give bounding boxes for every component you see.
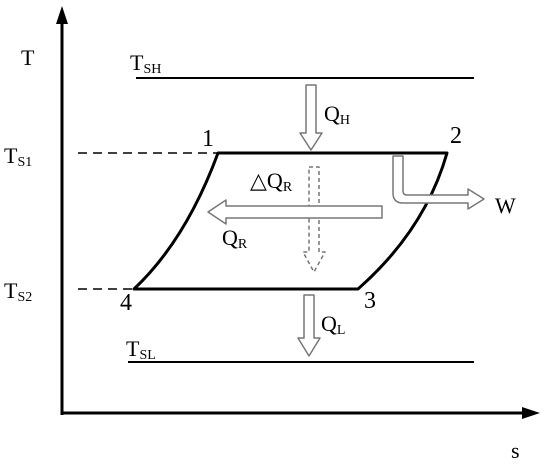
ql-label: QL — [321, 311, 345, 338]
qh-label: QH — [324, 101, 350, 128]
s1-level-label: TS1 — [4, 143, 32, 170]
delta-qr-dashed-arrow — [302, 166, 326, 273]
qr-arrow — [207, 199, 383, 225]
y-axis-label: T — [21, 45, 35, 70]
x-axis-arrowhead — [522, 407, 540, 419]
cycle-outline — [132, 151, 449, 291]
work-arrow — [392, 155, 485, 210]
qh-arrow — [299, 84, 323, 151]
low-reservoir-label: TSL — [126, 336, 156, 363]
y-axis-arrowhead — [56, 6, 68, 24]
ql-arrow — [297, 294, 321, 357]
work-label: W — [495, 193, 516, 218]
high-reservoir-label: TSH — [130, 50, 161, 77]
state-point-3: 3 — [364, 288, 376, 314]
x-axis-label: s — [511, 438, 520, 463]
state-point-2: 2 — [450, 123, 462, 149]
s2-level-label: TS2 — [4, 278, 32, 305]
qr-label: QR — [222, 225, 248, 252]
state-point-4: 4 — [120, 290, 132, 316]
state-point-1: 1 — [202, 126, 214, 152]
delta-qr-label: △QR — [250, 168, 293, 195]
